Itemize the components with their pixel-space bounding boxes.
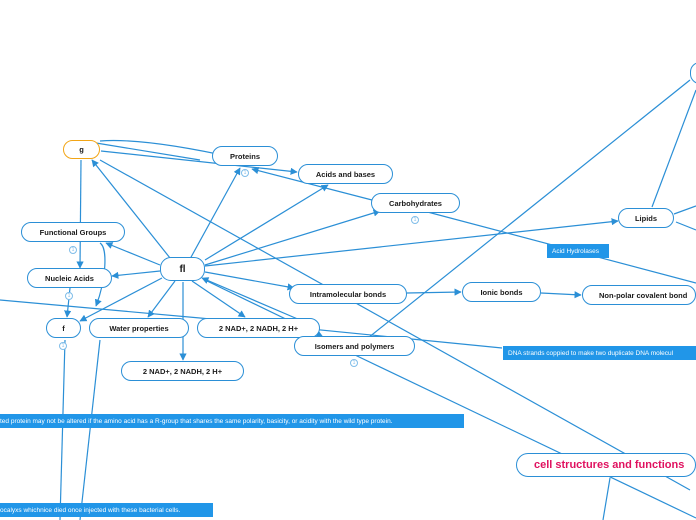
- topic-carbohydrates-label: Carbohydrates: [389, 198, 442, 208]
- topic-intramolecular-bonds[interactable]: Intramolecular bonds: [289, 284, 407, 304]
- central-topic[interactable]: fl: [160, 257, 205, 281]
- central-topic-label: fl: [179, 263, 186, 275]
- link-badge-proteins-count: 1: [243, 170, 247, 176]
- link-fl-nad1: [191, 280, 246, 318]
- link-badge-nucleic-acids[interactable]: 1: [65, 292, 73, 300]
- topic-acids-bases-label: Acids and bases: [315, 169, 376, 179]
- topic-f[interactable]: f: [46, 318, 81, 338]
- link-carbs-proteins: [251, 167, 373, 201]
- link-nad1-fl: [201, 277, 301, 321]
- topic-cell-structures-label: cell structures and functions: [534, 459, 685, 471]
- topic-acids-bases[interactable]: Acids and bases: [298, 164, 393, 184]
- topic-nucleic-acids[interactable]: Nucleic Acids: [27, 268, 112, 288]
- link-badge-carbohydrates[interactable]: 1: [411, 216, 419, 224]
- topic-proteins[interactable]: Proteins: [212, 146, 278, 166]
- topic-functional-groups-label: Functional Groups: [39, 227, 107, 237]
- link-ionic-nonpolar: [540, 291, 582, 299]
- link-fl-f: [79, 277, 163, 322]
- topic-ionic-bonds[interactable]: Ionic bonds: [462, 282, 541, 302]
- topic-proteins-label: Proteins: [229, 151, 260, 161]
- link-fl-proteins: [189, 167, 241, 260]
- link-badge-f-count: 1: [61, 343, 65, 349]
- topic-nad-2[interactable]: 2 NAD+, 2 NADH, 2 H+: [121, 361, 244, 381]
- link-badge-nucleic-acids-count: 1: [67, 293, 71, 299]
- link-fl-water: [147, 280, 176, 318]
- topic-lipids[interactable]: Lipids: [618, 208, 674, 228]
- topic-nonpolar-covalent-label: Non-polar covalent bond: [599, 290, 688, 300]
- note-mutated-protein[interactable]: ted protein may not be altered if the am…: [0, 414, 464, 428]
- topic-g[interactable]: g: [63, 140, 100, 159]
- link-badge-functional-groups-count: 1: [71, 247, 75, 253]
- topic-water-properties-label: Water properties: [109, 323, 169, 333]
- topic-cell-structures[interactable]: cell structures and functions: [516, 453, 696, 477]
- note-mutated-protein-text: ted protein may not be altered if the am…: [0, 417, 393, 425]
- link-g-acids: [100, 150, 298, 175]
- link-badge-functional-groups[interactable]: 1: [69, 246, 77, 254]
- link-func-loop: [94, 242, 106, 307]
- link-fl-acids: [204, 184, 329, 261]
- link-badge-f[interactable]: 1: [59, 342, 67, 350]
- link-fl-lipids: [204, 218, 619, 267]
- link-badge-isomers[interactable]: 1: [350, 359, 358, 367]
- topic-isomers-polymers[interactable]: Isomers and polymers: [294, 336, 415, 356]
- link-badge-proteins[interactable]: 1: [241, 169, 249, 177]
- note-polysaccharide-text: ocalyxs whichnice died once injected wit…: [0, 506, 181, 514]
- topic-water-properties[interactable]: Water properties: [89, 318, 189, 338]
- topic-isomers-polymers-label: Isomers and polymers: [314, 341, 395, 351]
- topic-f-label: f: [62, 323, 65, 333]
- topic-nonpolar-covalent[interactable]: Non-polar covalent bond: [582, 285, 696, 305]
- link-fl-carbs: [204, 209, 381, 266]
- note-dna-strands-text: DNA strands coppied to make two duplicat…: [508, 349, 674, 357]
- note-dna-strands[interactable]: DNA strands coppied to make two duplicat…: [503, 346, 696, 360]
- note-acid-hydrolases-text: Acid Hydrolases: [552, 247, 599, 255]
- link-g-nucleic: [76, 159, 84, 269]
- note-polysaccharide[interactable]: ocalyxs whichnice died once injected wit…: [0, 503, 213, 517]
- note-acid-hydrolases[interactable]: Acid Hydrolases: [547, 244, 609, 258]
- topic-g-label: g: [79, 145, 84, 154]
- topic-nad-1-label: 2 NAD+, 2 NADH, 2 H+: [218, 323, 299, 333]
- topic-carbohydrates[interactable]: Carbohydrates: [371, 193, 460, 213]
- topic-ionic-bonds-label: Ionic bonds: [480, 287, 523, 297]
- topic-intramolecular-bonds-label: Intramolecular bonds: [309, 289, 387, 299]
- topic-nucleic-acids-label: Nucleic Acids: [45, 273, 94, 283]
- link-fl-functional: [105, 242, 161, 266]
- link-fl-nucleic: [111, 270, 161, 279]
- link-fl-g: [91, 159, 171, 259]
- topic-functional-groups[interactable]: Functional Groups: [21, 222, 125, 242]
- topic-lipids-label: Lipids: [634, 213, 658, 223]
- link-intra-ionic: [406, 288, 462, 296]
- link-badge-carbohydrates-count: 1: [413, 217, 417, 223]
- link-badge-isomers-count: 1: [352, 360, 356, 366]
- link-fl-intra: [204, 271, 295, 291]
- topic-nad-1[interactable]: 2 NAD+, 2 NADH, 2 H+: [197, 318, 320, 338]
- topic-nad-2-label: 2 NAD+, 2 NADH, 2 H+: [142, 366, 223, 376]
